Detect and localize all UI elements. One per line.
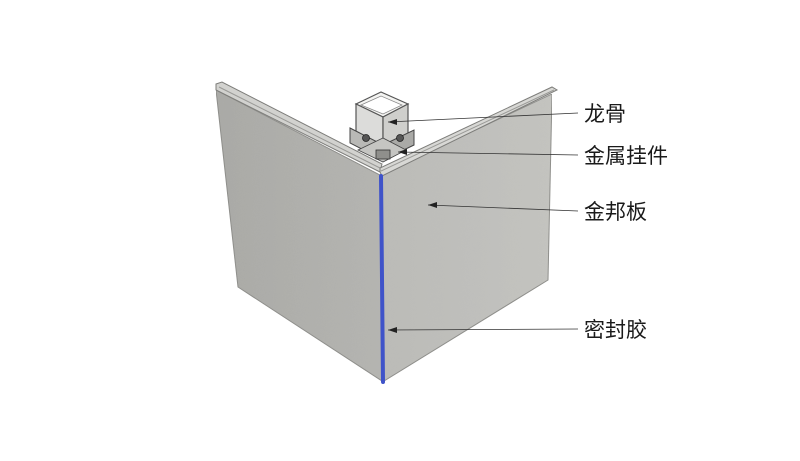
label-keel: 龙骨 — [584, 102, 626, 126]
metal-hanger — [349, 127, 415, 163]
leader-panel — [427, 204, 579, 212]
label-sealant: 密封胶 — [584, 318, 647, 342]
label-panel: 金邦板 — [584, 200, 647, 224]
sealant-strip — [379, 174, 385, 384]
leader-sealant — [387, 328, 579, 331]
label-hanger: 金属挂件 — [584, 144, 668, 168]
leader-keel — [387, 112, 579, 123]
leader-hanger — [397, 151, 579, 156]
